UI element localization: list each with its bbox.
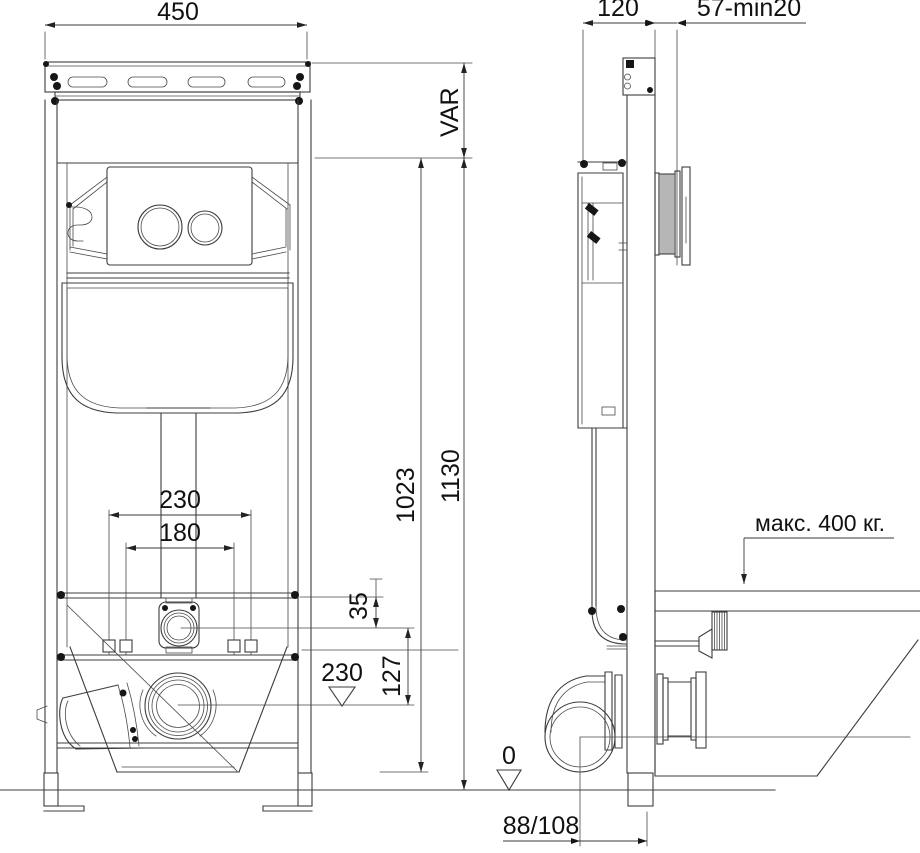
dim-120-label: 120 <box>597 0 639 22</box>
dims-front-right: 35 127 230 <box>177 578 459 707</box>
zero-level-marker <box>496 769 522 792</box>
frame-feet <box>43 772 313 812</box>
dim-88-108-label: 88/108 <box>503 812 579 840</box>
stud-holes <box>102 509 258 656</box>
side-column <box>622 57 656 774</box>
front-view: 450 <box>36 0 473 812</box>
side-view: 120 57-min20 <box>496 0 920 847</box>
bowl-profile <box>654 590 920 777</box>
dim-127-label: 127 <box>378 655 406 697</box>
wall-sleeve <box>656 671 707 749</box>
fixing-cone <box>698 628 713 659</box>
dim-35-label: 35 <box>345 592 373 620</box>
side-foot <box>627 772 654 807</box>
dim-230-label: 230 <box>159 486 201 514</box>
flush-pipe-side <box>588 427 628 650</box>
dim-1023-label: 1023 <box>392 467 420 523</box>
dim-bottom: 0 88/108 <box>496 742 648 847</box>
crossbars <box>57 591 299 749</box>
dim-180-label: 180 <box>159 519 201 547</box>
max-load-label: макс. 400 кг. <box>755 510 885 536</box>
dim-1130-label: 1130 <box>437 449 465 503</box>
flush-button-large <box>137 204 183 250</box>
elevation-230-label: 230 <box>321 659 363 687</box>
dim-top-width: 450 <box>44 0 308 60</box>
floor-zero-label: 0 <box>502 742 516 770</box>
drain-front <box>59 672 217 750</box>
max-load-note: макс. 400 кг. <box>741 510 894 584</box>
drain-elbow-side <box>544 671 911 847</box>
elevation-230-marker <box>327 686 357 707</box>
hose-hook <box>67 206 93 242</box>
cistern-side <box>577 159 628 429</box>
dim-stud-spacing: 230 180 <box>109 486 251 551</box>
dim-var-label: VAR <box>436 87 464 137</box>
dim-57min20-label: 57-min20 <box>697 0 801 22</box>
dim-450-label: 450 <box>157 0 199 26</box>
dims-vertical: VAR 1023 1130 <box>311 62 473 790</box>
dim-depth: 120 57-min20 <box>582 0 806 266</box>
flush-pipe-front <box>160 419 197 599</box>
plate-bolts <box>43 61 311 105</box>
flush-button-small <box>187 210 223 246</box>
wall-plate <box>681 166 691 266</box>
cistern-front <box>61 272 294 599</box>
flush-plate <box>66 166 291 266</box>
flush-fitting <box>158 597 200 654</box>
corrugated-connector <box>654 166 691 266</box>
frame-rails <box>36 99 312 774</box>
top-plate <box>43 61 311 105</box>
